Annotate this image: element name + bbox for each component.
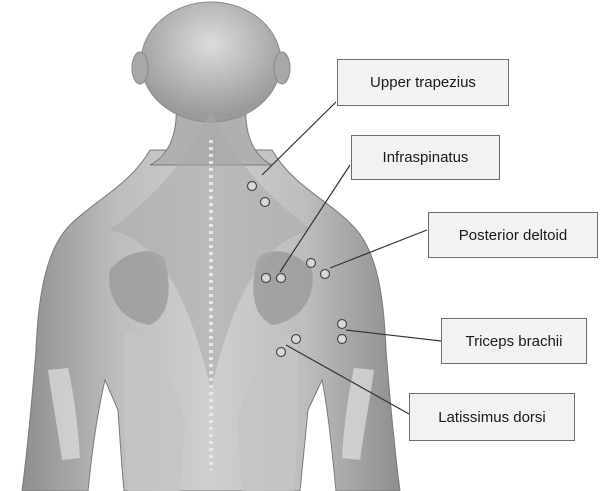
marker-lat-2 [277,348,286,357]
ear-right [274,52,290,84]
marker-trap-1 [248,182,257,191]
label-upper-trapezius: Upper trapezius [337,59,509,106]
label-triceps-brachii: Triceps brachii [441,318,587,364]
label-infraspinatus: Infraspinatus [351,135,500,180]
label-posterior-deltoid: Posterior deltoid [428,212,598,258]
marker-delt-1 [307,259,316,268]
marker-delt-2 [321,270,330,279]
leader-upper-trapezius [262,102,336,175]
marker-tri-2 [338,335,347,344]
marker-infra-1 [262,274,271,283]
marker-tri-1 [338,320,347,329]
head-shape [141,2,281,122]
marker-lat-1 [292,335,301,344]
marker-trap-2 [261,198,270,207]
marker-infra-2 [277,274,286,283]
label-latissimus-dorsi: Latissimus dorsi [409,393,575,441]
ear-left [132,52,148,84]
